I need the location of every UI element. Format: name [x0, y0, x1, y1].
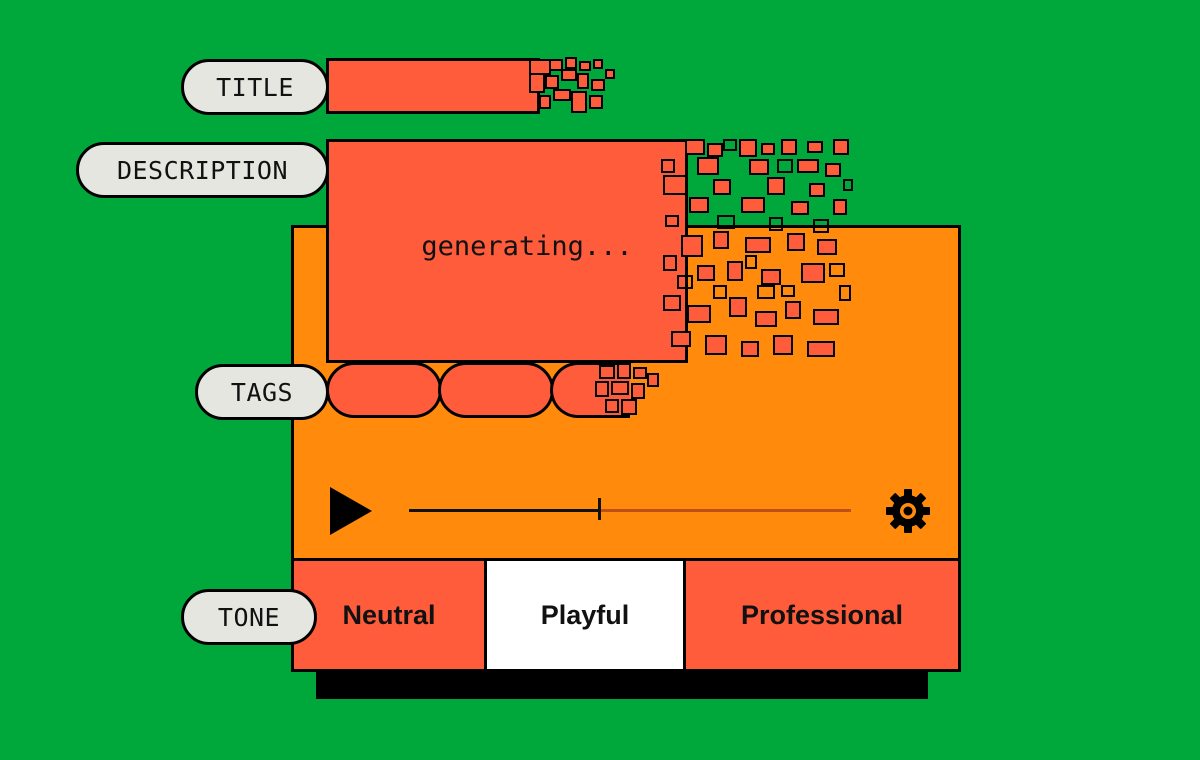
generating-status: generating... — [421, 230, 633, 262]
gear-icon[interactable] — [884, 487, 932, 535]
play-icon[interactable] — [328, 485, 374, 537]
tone-option-professional[interactable]: Professional — [686, 561, 958, 669]
description-field[interactable]: generating... — [326, 139, 688, 363]
label-tags: TAGS — [195, 364, 329, 420]
title-field[interactable] — [326, 58, 540, 114]
label-title: TITLE — [181, 59, 329, 115]
description-pixel-noise — [661, 139, 853, 357]
tag-pill[interactable] — [326, 362, 442, 418]
tone-option-neutral[interactable]: Neutral — [294, 561, 487, 669]
tone-option-playful[interactable]: Playful — [487, 561, 686, 669]
progress-fill — [409, 509, 599, 512]
tone-selector: Neutral Playful Professional — [291, 558, 961, 672]
tags-pixel-noise — [595, 363, 659, 415]
title-pixel-noise — [529, 57, 615, 113]
panel-shadow — [316, 671, 928, 699]
label-description: DESCRIPTION — [76, 142, 329, 198]
label-tone: TONE — [181, 589, 317, 645]
progress-track[interactable] — [409, 509, 851, 512]
tag-pill[interactable] — [438, 362, 554, 418]
progress-handle[interactable] — [598, 498, 601, 520]
